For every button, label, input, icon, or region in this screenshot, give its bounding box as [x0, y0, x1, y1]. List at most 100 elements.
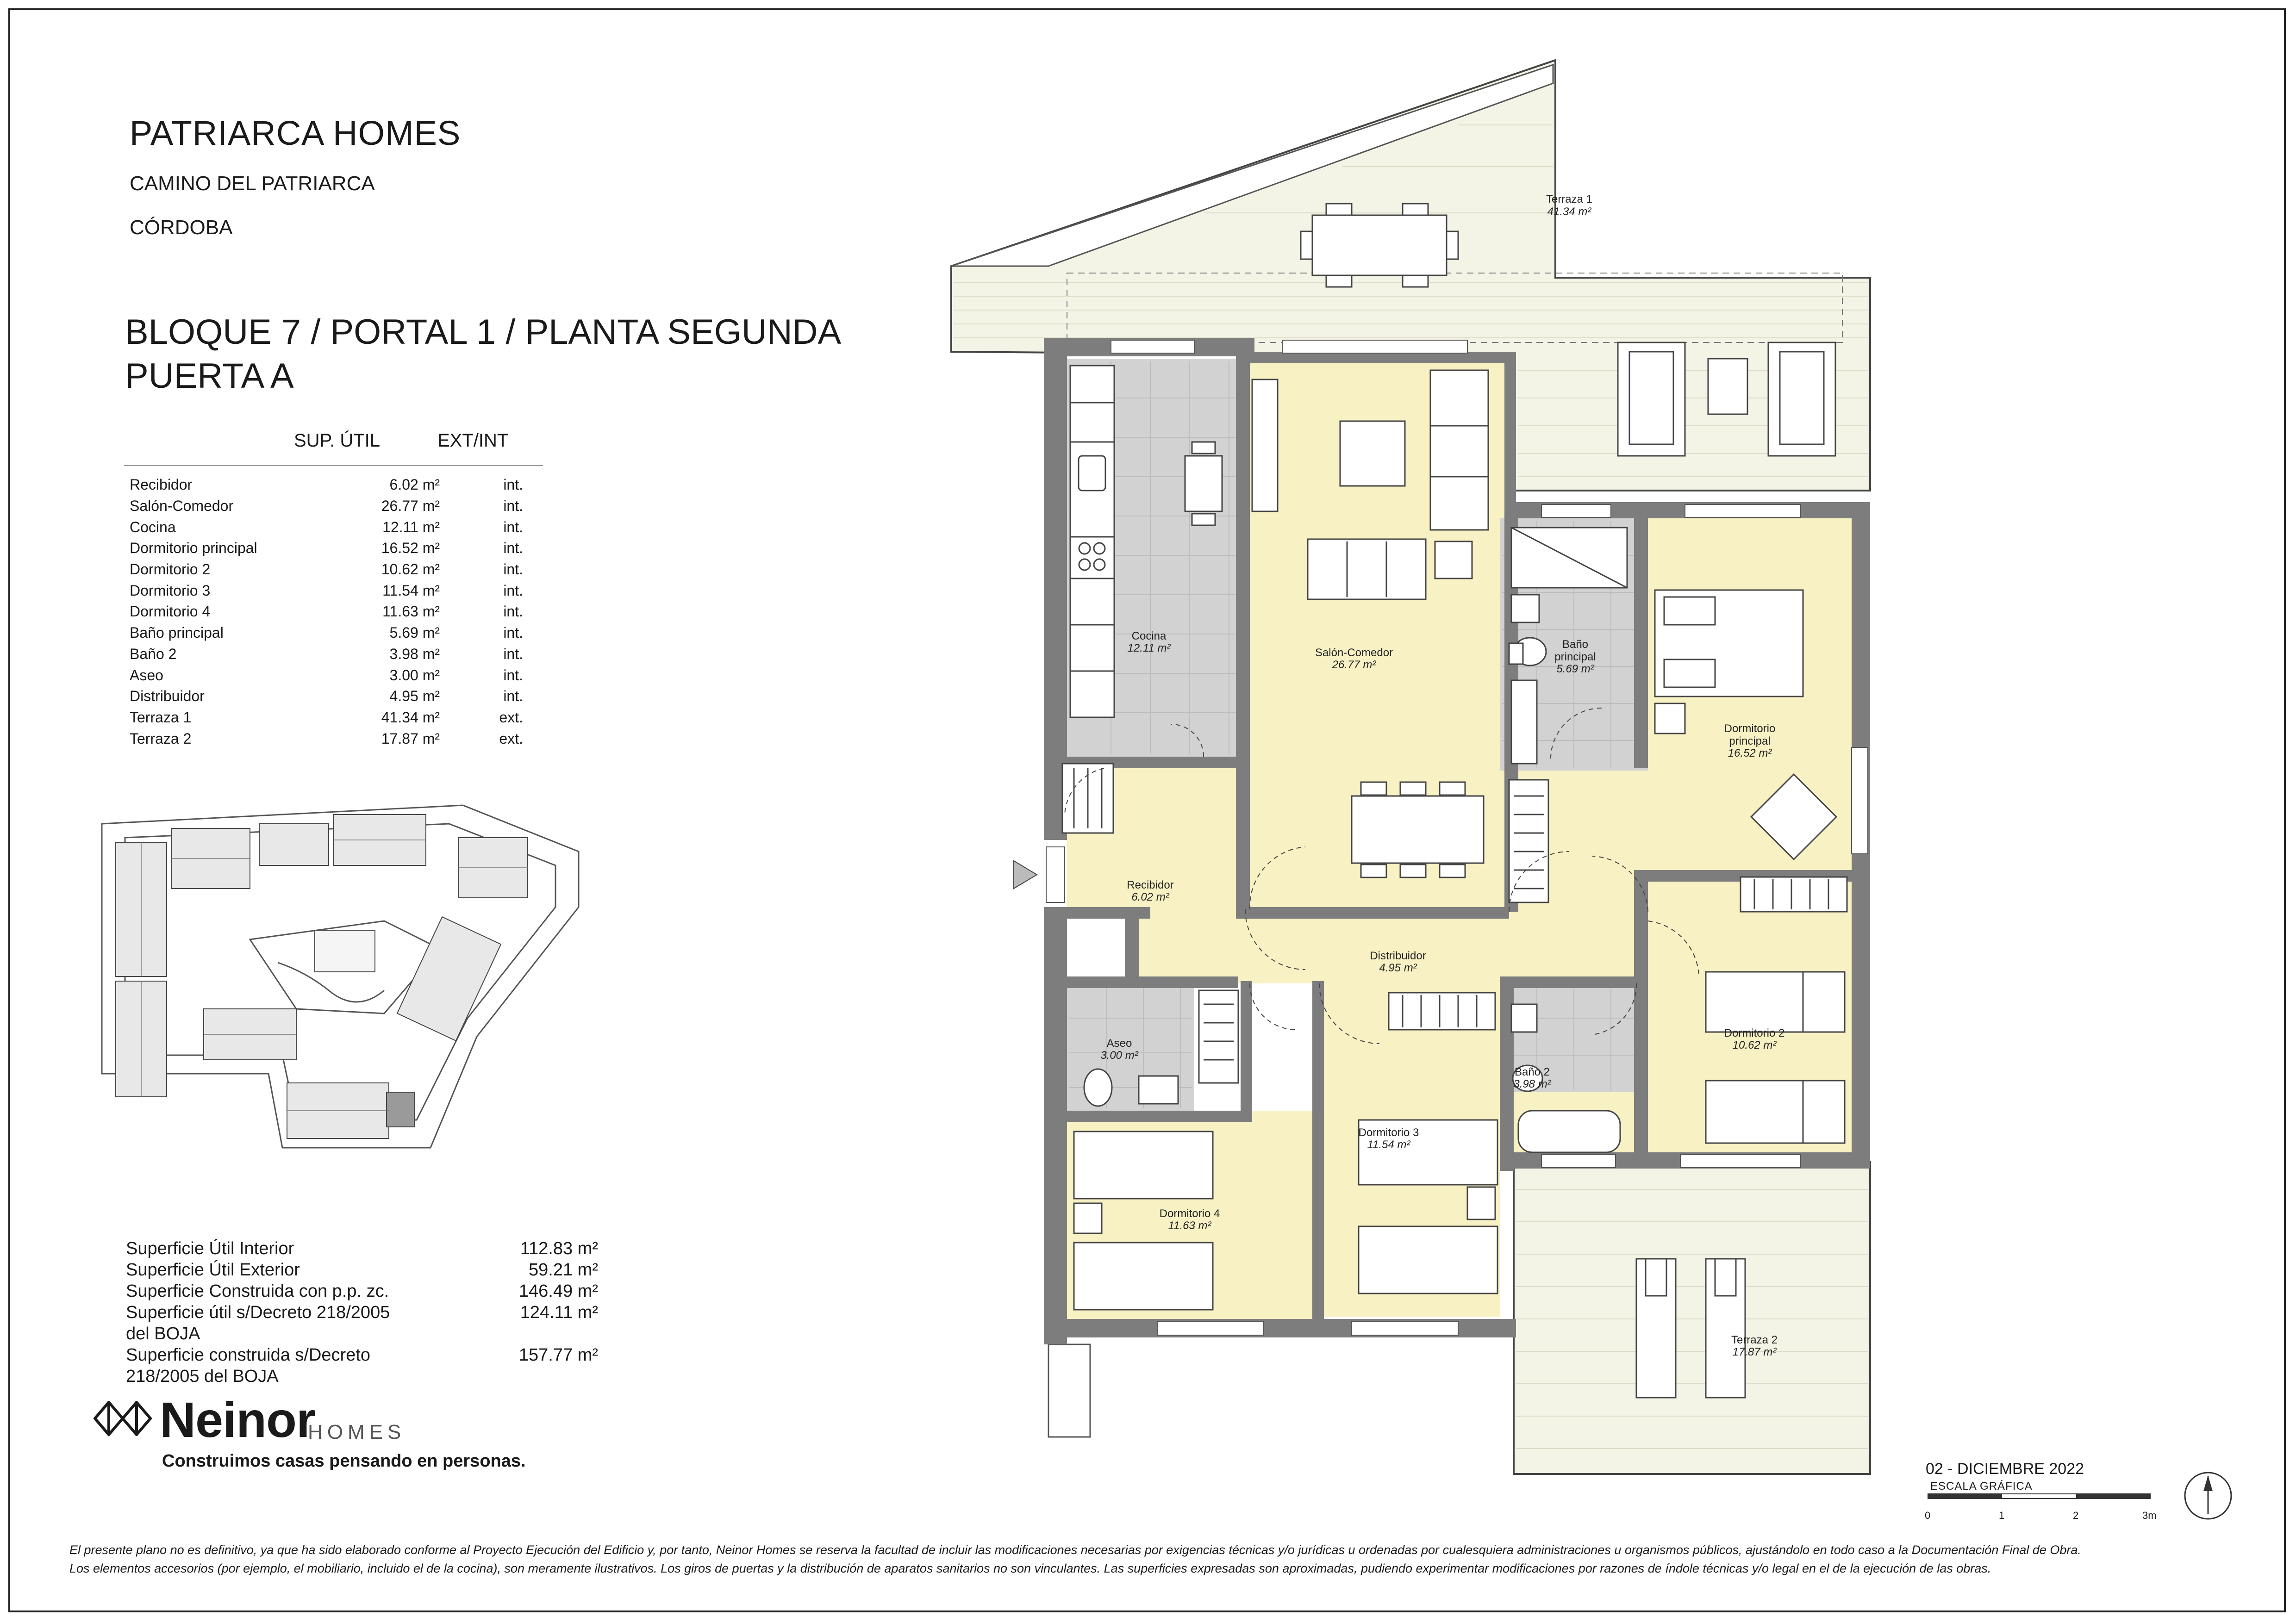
area-dorm-principal: 16.52 m² [1728, 747, 1772, 759]
scale-label-1: 1 [1999, 1510, 2005, 1521]
area-row: Baño principal 5.69 m² int. [130, 622, 523, 644]
room-type: int. [503, 603, 523, 620]
site-key-plan [101, 804, 580, 1149]
door-swings [1064, 708, 1699, 1044]
label-bano-2: Baño 2 [1515, 1066, 1550, 1078]
scale-title: ESCALA GRÁFICA [1930, 1480, 2033, 1492]
neinor-logo-icon [94, 1401, 152, 1436]
label-distribuidor: Distribuidor [1370, 950, 1426, 962]
area-terraza-2: 17.87 m² [1733, 1346, 1777, 1358]
area-bano-2: 3.98 m² [1513, 1078, 1551, 1090]
area-distribuidor: 4.95 m² [1379, 962, 1417, 974]
service-shaft [1048, 1343, 1091, 1438]
scale-label-0: 0 [1925, 1510, 1931, 1521]
scale-label-3m: 3m [2142, 1510, 2157, 1521]
logo-homes: HOMES [308, 1421, 406, 1443]
label-dorm-principal-2: principal [1729, 735, 1770, 747]
room-name: Baño principal [130, 624, 224, 641]
label-cocina: Cocina [1132, 630, 1167, 642]
area-dormitorio-3: 11.54 m² [1367, 1138, 1411, 1151]
label-dormitorio-3: Dormitorio 3 [1359, 1126, 1419, 1139]
label-dorm-principal: Dormitorio [1724, 722, 1776, 735]
entrance-arrow-icon [1013, 860, 1038, 889]
room-area: 12.11 m² [382, 518, 440, 535]
room-type: int. [503, 582, 523, 599]
project-city: CÓRDOBA [130, 216, 233, 239]
room-type: int. [503, 561, 523, 578]
room-name: Distribuidor [130, 688, 205, 705]
col-header-area: SUP. ÚTIL [294, 430, 380, 451]
total-label: Superficie útil s/Decreto 218/2005 del B… [126, 1303, 390, 1343]
room-name: Aseo [130, 666, 163, 684]
total-label: Superficie Útil Interior [126, 1239, 294, 1258]
page-frame [8, 8, 2286, 1612]
total-row: Superficie Útil Exterior 59.21 m² [126, 1259, 598, 1281]
room-area: 16.52 m² [381, 540, 440, 557]
area-bano-principal: 5.69 m² [1556, 663, 1594, 675]
windows [1046, 340, 1868, 1336]
col-header-type: EXT/INT [437, 430, 509, 451]
total-value: 59.21 m² [529, 1260, 598, 1280]
room-name: Dormitorio 3 [130, 582, 211, 599]
room-type: ext. [499, 730, 523, 747]
label-bano-principal-2: principal [1554, 651, 1596, 663]
unit-heading: BLOQUE 7 / PORTAL 1 / PLANTA SEGUNDA PUE… [125, 310, 841, 398]
room-area: 10.62 m² [381, 561, 440, 578]
room-name: Terraza 2 [130, 730, 192, 747]
room-name: Salón-Comedor [130, 497, 234, 515]
area-salon: 26.77 m² [1332, 659, 1377, 671]
total-row: Superficie Construida con p.p. zc.146.49… [126, 1281, 598, 1302]
total-value: 157.77 m² [518, 1345, 598, 1365]
room-name: Terraza 1 [130, 709, 192, 726]
disclaimer-line-2: Los elementos accesorios (por ejemplo, e… [69, 1561, 1991, 1575]
label-bano-principal: Baño [1562, 638, 1588, 651]
terraza-1-furniture [1300, 203, 1836, 457]
room-area: 26.77 m² [381, 497, 440, 515]
room-name: Baño 2 [130, 645, 177, 662]
room-type: int. [503, 666, 523, 684]
terraza-2-area [1513, 1161, 1871, 1475]
room-area: 3.98 m² [389, 645, 440, 662]
area-dormitorio-4: 11.63 m² [1168, 1219, 1212, 1232]
label-dormitorio-4: Dormitorio 4 [1160, 1207, 1220, 1220]
label-salon: Salón-Comedor [1315, 647, 1393, 659]
room-type: int. [503, 476, 523, 493]
area-recibidor: 6.02 m² [1131, 891, 1169, 903]
area-cocina: 12.11 m² [1128, 642, 1171, 654]
label-terraza-1: Terraza 1 [1546, 193, 1592, 205]
room-name: Dormitorio 4 [130, 603, 211, 620]
total-value: 146.49 m² [518, 1281, 598, 1301]
room-name: Dormitorio principal [130, 540, 257, 557]
disclaimer-line-1: El presente plano no es definitivo, ya q… [69, 1543, 2081, 1557]
area-aseo: 3.00 m² [1100, 1049, 1138, 1062]
logo-wordmark: Neinor [160, 1392, 316, 1448]
label-aseo: Aseo [1107, 1037, 1132, 1050]
project-title: PATRIARCA HOMES [130, 114, 461, 152]
room-type: int. [503, 624, 523, 641]
total-label: Superficie Útil Exterior [126, 1260, 300, 1280]
label-dormitorio-2: Dormitorio 2 [1724, 1027, 1785, 1039]
room-labels: Terraza 1 41.34 m² Cocina 12.11 m² Salón… [1100, 193, 1784, 1358]
room-area: 5.69 m² [389, 624, 440, 641]
room-type: int. [503, 688, 523, 705]
room-name: Cocina [130, 518, 176, 535]
scale-label-2: 2 [2073, 1510, 2079, 1521]
total-label: Superficie construida s/Decreto 218/2005… [126, 1345, 371, 1386]
total-row: Superficie útil s/Decreto 218/2005 del B… [126, 1302, 598, 1344]
total-value: 124.11 m² [520, 1303, 598, 1322]
room-area: 11.63 m² [382, 603, 440, 620]
total-value: 112.83 m² [520, 1239, 598, 1258]
room-area: 41.34 m² [381, 709, 440, 726]
